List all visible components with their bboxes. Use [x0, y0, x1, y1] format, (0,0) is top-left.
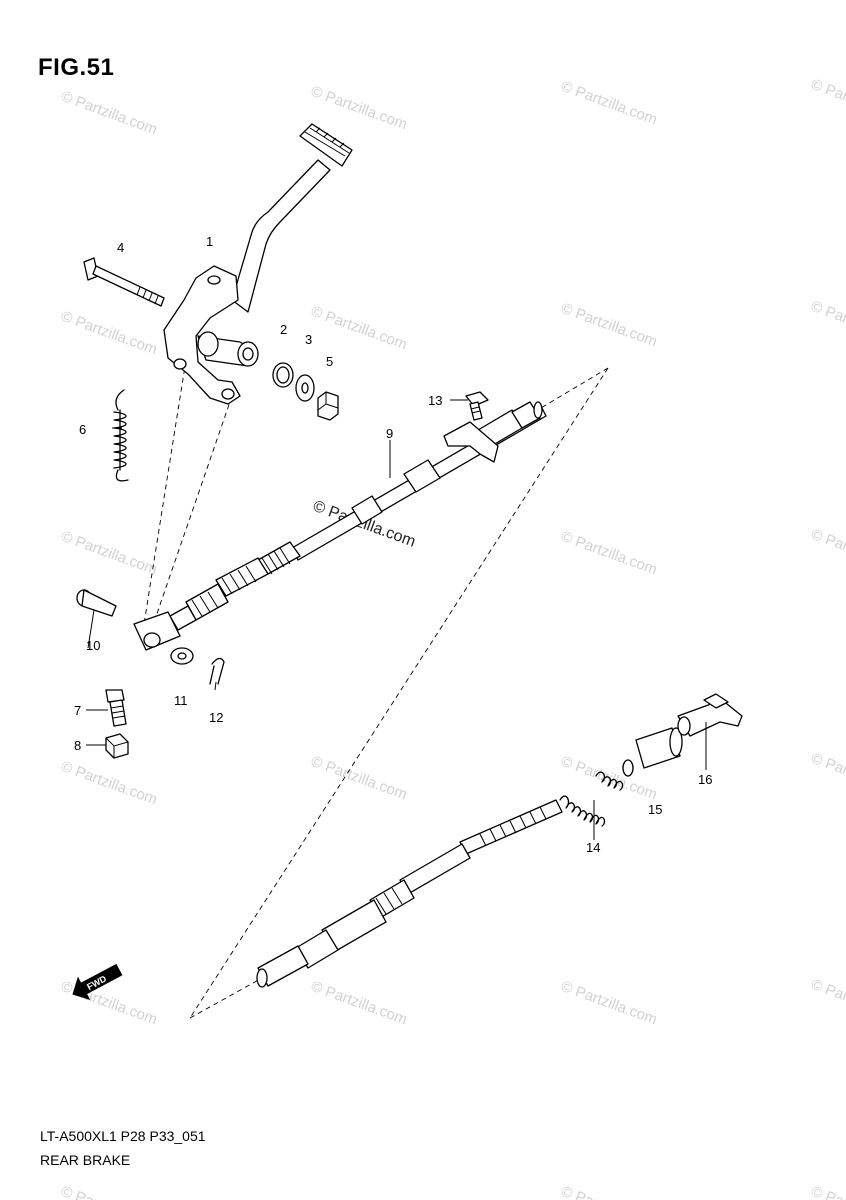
brake-pedal [163, 123, 353, 405]
brake-cable-lower [256, 759, 634, 988]
watermark: © Partzilla.com [59, 1183, 160, 1200]
watermark: © Partzilla.com [59, 758, 160, 809]
cable-holder [677, 693, 743, 737]
callout-12: 12 [209, 710, 223, 725]
watermark: © Partzilla.com [59, 528, 160, 579]
watermark: © Partzilla.com [809, 526, 846, 577]
clevis-pin [76, 589, 181, 651]
brake-cable-upper [169, 401, 547, 631]
callout-13: 13 [428, 393, 442, 408]
callout-3: 3 [305, 332, 312, 347]
o-ring [272, 362, 294, 388]
watermark: © Partzilla.com [309, 83, 410, 134]
callout-6: 6 [79, 422, 86, 437]
watermark: © Partzilla.com [309, 753, 410, 804]
watermark: © Partzilla.com [559, 528, 660, 579]
callout-10: 10 [86, 638, 100, 653]
watermark: © Partzilla.com [59, 978, 160, 1029]
nut [317, 391, 339, 421]
callout-1: 1 [206, 234, 213, 249]
leader-lines [86, 399, 707, 840]
watermark: © Partzilla.com [809, 976, 846, 1027]
callout-16: 16 [698, 772, 712, 787]
watermark: © Partzilla.com [559, 300, 660, 351]
watermark: © Partzilla.com [559, 978, 660, 1029]
model-code: LT-A500XL1 P28 P33_051 [40, 1128, 206, 1144]
watermark: © Partzilla.com [559, 1183, 660, 1200]
watermark: © Partzilla.com [59, 88, 160, 139]
watermark: © Partzilla.com [809, 1183, 846, 1200]
bracket-bolt [465, 391, 489, 421]
callout-9: 9 [386, 426, 393, 441]
callout-5: 5 [326, 354, 333, 369]
watermark: © Partzilla.com [809, 298, 846, 349]
watermark: © Partzilla.com [309, 303, 410, 354]
return-spring [113, 389, 129, 482]
watermark: © Partzilla.com [809, 750, 846, 801]
watermark: © Partzilla.com [309, 978, 410, 1029]
callout-11: 11 [174, 693, 188, 708]
bolt [105, 689, 127, 727]
callout-15: 15 [648, 802, 662, 817]
callout-8: 8 [74, 738, 81, 753]
watermark: © Partzilla.com [559, 78, 660, 129]
callout-14: 14 [586, 840, 600, 855]
clevis-washer [170, 647, 194, 665]
cotter-pin [209, 657, 225, 685]
washer [295, 374, 315, 402]
callout-4: 4 [117, 240, 124, 255]
watermark: © Partzilla.com [59, 308, 160, 359]
rubber-boot [635, 727, 683, 769]
figure-title: FIG.51 [38, 54, 115, 81]
callout-7: 7 [74, 703, 81, 718]
small-nut [105, 733, 129, 759]
callout-2: 2 [280, 322, 287, 337]
watermark: © Partzilla.com [809, 76, 846, 127]
assembly-name: REAR BRAKE [40, 1152, 131, 1168]
pivot-bolt [83, 257, 165, 307]
callout-numbers: 1 2 3 4 5 6 7 8 9 10 11 12 13 14 15 16 [74, 234, 712, 855]
